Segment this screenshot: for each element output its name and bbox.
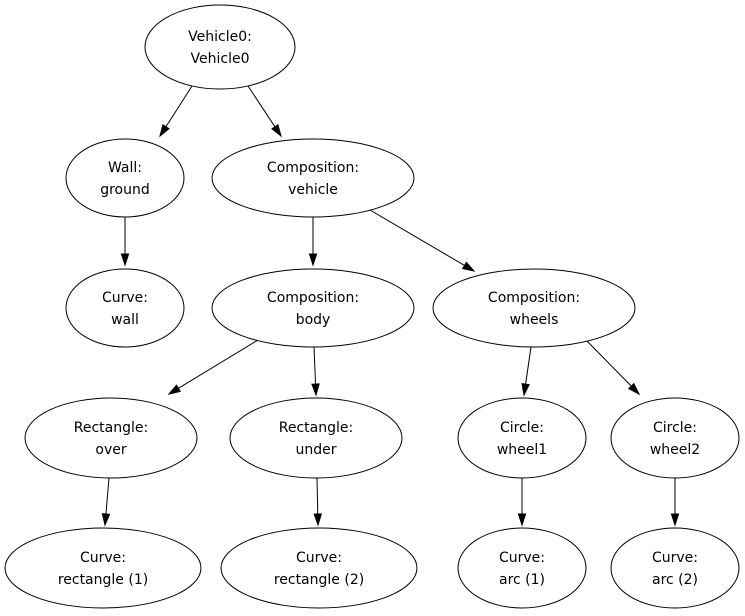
node-ellipse	[65, 268, 185, 348]
edge-arrowhead-icon	[313, 513, 323, 527]
node-label-line1: Curve:	[652, 550, 698, 566]
graph-node-composition_body[interactable]: Composition: body	[211, 268, 415, 348]
node-label-line2: body	[296, 312, 331, 328]
graph-edge	[120, 217, 130, 267]
graph-node-vehicle0[interactable]: Vehicle0: Vehicle0	[144, 4, 296, 90]
node-label-line2: rectangle (2)	[274, 572, 364, 588]
graph-node-composition_wheels[interactable]: Composition: wheels	[432, 268, 636, 348]
edge-arrowhead-icon	[308, 253, 318, 267]
node-ellipse	[211, 138, 415, 218]
edge-arrowhead-icon	[101, 513, 111, 527]
edge-line	[165, 85, 193, 128]
graph-node-rectangle_under[interactable]: Rectangle: under	[229, 397, 403, 479]
graph-node-circle_wheel2[interactable]: Circle: wheel2	[610, 397, 740, 479]
node-ellipse	[457, 527, 587, 609]
graph-node-curve_rectangle_2[interactable]: Curve: rectangle (2)	[220, 527, 418, 609]
edges-layer	[101, 85, 680, 527]
graph-edge	[101, 477, 111, 527]
node-ellipse	[220, 527, 418, 609]
graph-edge	[521, 346, 532, 397]
node-label-line1: Curve:	[499, 550, 545, 566]
edge-arrowhead-icon	[670, 513, 680, 527]
node-label-line2: wall	[111, 312, 139, 328]
graph-node-wall_ground[interactable]: Wall: ground	[65, 138, 185, 218]
graph-node-rectangle_over[interactable]: Rectangle: over	[24, 397, 198, 479]
node-ellipse	[229, 397, 403, 479]
node-label-line2: arc (2)	[652, 572, 698, 588]
node-label-line2: wheel2	[650, 442, 700, 458]
edge-arrowhead-icon	[517, 513, 527, 527]
nodes-layer: Vehicle0:Vehicle0Wall:groundComposition:…	[4, 4, 740, 609]
node-label-line1: Circle:	[500, 420, 544, 436]
node-ellipse	[610, 527, 740, 609]
graph-edge	[369, 209, 476, 272]
node-label-line2: wheels	[510, 312, 559, 328]
node-label-line2: vehicle	[288, 182, 338, 198]
edge-line	[525, 346, 532, 385]
graph-edge	[167, 339, 259, 395]
edge-arrowhead-icon	[521, 383, 530, 397]
edge-arrowhead-icon	[159, 124, 170, 138]
graph-node-curve_rectangle_1[interactable]: Curve: rectangle (1)	[4, 527, 202, 609]
node-label-line1: Wall:	[108, 160, 142, 176]
node-label-line2: rectangle (1)	[58, 572, 148, 588]
graph-edge	[247, 85, 282, 138]
node-label-line2: Vehicle0	[191, 51, 250, 67]
graph-edge	[670, 478, 680, 527]
edge-arrowhead-icon	[120, 253, 130, 267]
node-label-line1: Curve:	[80, 550, 126, 566]
graph-node-composition_vehicle[interactable]: Composition: vehicle	[211, 138, 415, 218]
node-label-line1: Rectangle:	[279, 420, 353, 436]
node-label-line1: Composition:	[267, 290, 359, 306]
graph-node-curve_wall[interactable]: Curve: wall	[65, 268, 185, 348]
edge-line	[316, 477, 319, 515]
node-label-line2: ground	[100, 182, 150, 198]
node-label-line1: Composition:	[488, 290, 580, 306]
node-label-line1: Rectangle:	[74, 420, 148, 436]
graph-edge	[159, 85, 193, 138]
edge-line	[369, 209, 465, 266]
edge-arrowhead-icon	[167, 384, 182, 395]
graph-node-circle_wheel1[interactable]: Circle: wheel1	[457, 397, 587, 479]
node-label-line1: Curve:	[102, 290, 148, 306]
edge-line	[247, 85, 276, 128]
graph-edge	[311, 346, 320, 397]
node-label-line2: arc (1)	[499, 572, 545, 588]
node-label-line2: wheel1	[497, 442, 547, 458]
graph-edge	[585, 339, 641, 396]
edge-arrowhead-icon	[311, 383, 320, 397]
edge-arrowhead-icon	[461, 261, 476, 272]
node-ellipse	[211, 268, 415, 348]
edge-line	[585, 339, 632, 387]
node-ellipse	[24, 397, 198, 479]
graph-edge	[308, 217, 318, 267]
node-ellipse	[144, 4, 296, 90]
node-ellipse	[4, 527, 202, 609]
graph-edge	[517, 478, 527, 527]
graph-node-curve_arc_2[interactable]: Curve: arc (2)	[610, 527, 740, 609]
node-label-line2: under	[295, 442, 336, 458]
edge-line	[313, 346, 317, 385]
node-ellipse	[457, 397, 587, 479]
edge-arrowhead-icon	[627, 382, 641, 396]
edge-line	[105, 477, 110, 515]
edge-line	[178, 339, 259, 389]
node-label-line1: Curve:	[296, 550, 342, 566]
node-label-line1: Vehicle0:	[188, 29, 252, 45]
node-ellipse	[610, 397, 740, 479]
graph-edge	[313, 477, 323, 527]
node-ellipse	[432, 268, 636, 348]
edge-arrowhead-icon	[271, 124, 282, 138]
node-label-line1: Circle:	[653, 420, 697, 436]
graph-node-curve_arc_1[interactable]: Curve: arc (1)	[457, 527, 587, 609]
node-label-line1: Composition:	[267, 160, 359, 176]
node-label-line2: over	[95, 442, 126, 458]
node-ellipse	[65, 138, 185, 218]
